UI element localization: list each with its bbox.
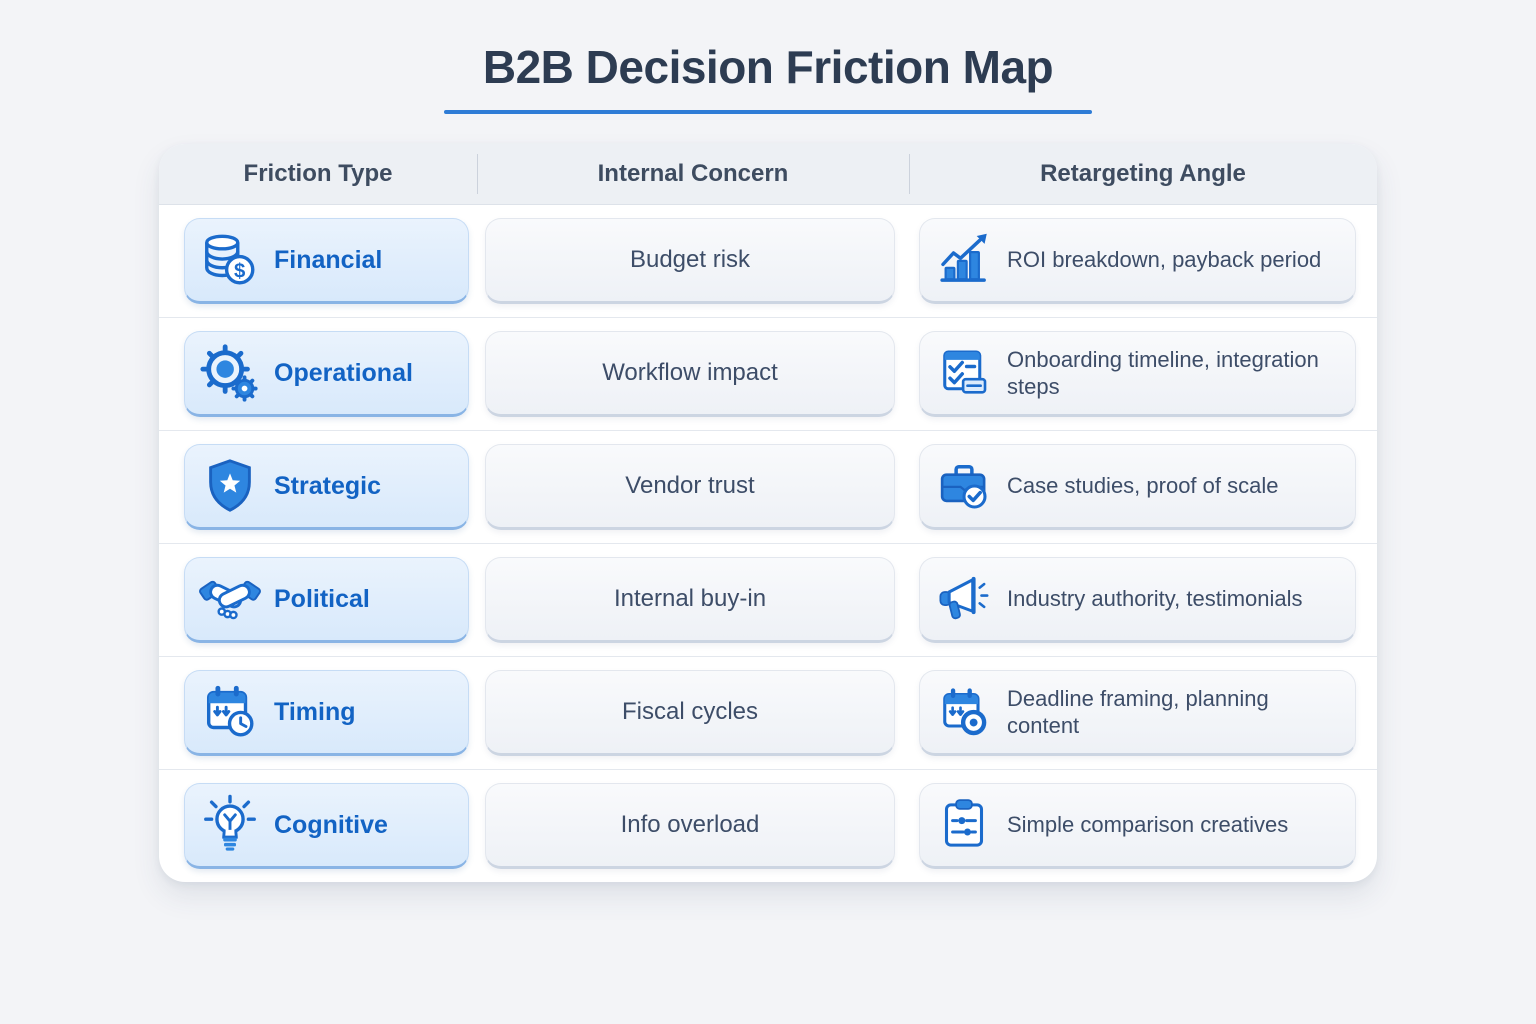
friction-map-table: Friction Type Internal Concern Retargeti… [159, 144, 1377, 882]
lightbulb-icon [199, 794, 261, 856]
table-row: Operational Workflow impact Onboarding t… [159, 317, 1377, 430]
internal-concern-text: Workflow impact [602, 359, 778, 386]
friction-type-pill: Cognitive [184, 783, 469, 869]
internal-concern-pill: Budget risk [485, 218, 895, 304]
header-retargeting-angle: Retargeting Angle [909, 144, 1377, 204]
coins-icon: $ [199, 229, 261, 291]
internal-concern-text: Fiscal cycles [621, 698, 759, 725]
handshake-icon [199, 568, 261, 630]
internal-concern-pill: Info overload [485, 783, 895, 869]
friction-type-label: Operational [274, 358, 413, 387]
table-row: Strategic Vendor trust Case studies, pro… [159, 430, 1377, 543]
internal-concern-text: Internal buy-in [613, 585, 767, 612]
clipboard-sliders-icon [936, 797, 992, 853]
retargeting-angle-pill: Simple comparison creatives [919, 783, 1356, 869]
page-title: B2B Decision Friction Map [482, 41, 1054, 93]
internal-concern-pill: Internal buy-in [485, 557, 895, 643]
briefcase-check-icon [936, 458, 992, 514]
table-row: Political Internal buy-in Industry autho… [159, 543, 1377, 656]
calendar-target-icon [936, 684, 992, 740]
gears-icon [199, 342, 261, 404]
svg-text:$: $ [234, 260, 246, 282]
retargeting-angle-pill: Onboarding timeline, integration steps [919, 331, 1356, 417]
megaphone-icon [936, 571, 992, 627]
retargeting-angle-text: Onboarding timeline, integration steps [1007, 346, 1319, 400]
friction-type-pill: $ Financial [184, 218, 469, 304]
table-row: Timing Fiscal cycles Deadline framing, p… [159, 656, 1377, 769]
shield-star-icon [199, 455, 261, 517]
retargeting-angle-text: Simple comparison creatives [1007, 812, 1289, 838]
table-row: Cognitive Info overload Simple compariso… [159, 769, 1377, 882]
friction-type-pill: Political [184, 557, 469, 643]
retargeting-angle-text: Deadline framing, planning content [1007, 685, 1269, 739]
table-body: $ Financial Budget risk ROI breakdown, p… [159, 205, 1377, 882]
friction-type-label: Financial [274, 245, 383, 274]
internal-concern-text: Info overload [620, 811, 760, 838]
internal-concern-text: Budget risk [629, 246, 751, 273]
retargeting-angle-text: Case studies, proof of scale [1007, 473, 1279, 499]
friction-type-label: Strategic [274, 471, 381, 500]
friction-type-label: Political [274, 584, 370, 613]
friction-type-pill: Operational [184, 331, 469, 417]
internal-concern-pill: Vendor trust [485, 444, 895, 530]
internal-concern-text: Vendor trust [625, 472, 755, 499]
calendar-clock-icon [199, 681, 261, 743]
friction-type-label: Cognitive [274, 810, 388, 839]
table-row: $ Financial Budget risk ROI breakdown, p… [159, 205, 1377, 317]
internal-concern-pill: Workflow impact [485, 331, 895, 417]
friction-type-pill: Strategic [184, 444, 469, 530]
retargeting-angle-pill: Industry authority, testimonials [919, 557, 1356, 643]
retargeting-angle-text: ROI breakdown, payback period [1007, 247, 1322, 273]
retargeting-angle-text: Industry authority, testimonials [1007, 586, 1303, 612]
table-header-row: Friction Type Internal Concern Retargeti… [159, 144, 1377, 205]
friction-type-label: Timing [274, 697, 356, 726]
retargeting-angle-pill: ROI breakdown, payback period [919, 218, 1356, 304]
header-internal-concern: Internal Concern [477, 144, 909, 204]
retargeting-angle-pill: Deadline framing, planning content [919, 670, 1356, 756]
retargeting-angle-pill: Case studies, proof of scale [919, 444, 1356, 530]
bar-chart-growth-icon [936, 232, 992, 288]
header-friction-type: Friction Type [243, 160, 393, 187]
title-underline [444, 110, 1092, 114]
internal-concern-pill: Fiscal cycles [485, 670, 895, 756]
checklist-icon [936, 345, 992, 401]
friction-type-pill: Timing [184, 670, 469, 756]
